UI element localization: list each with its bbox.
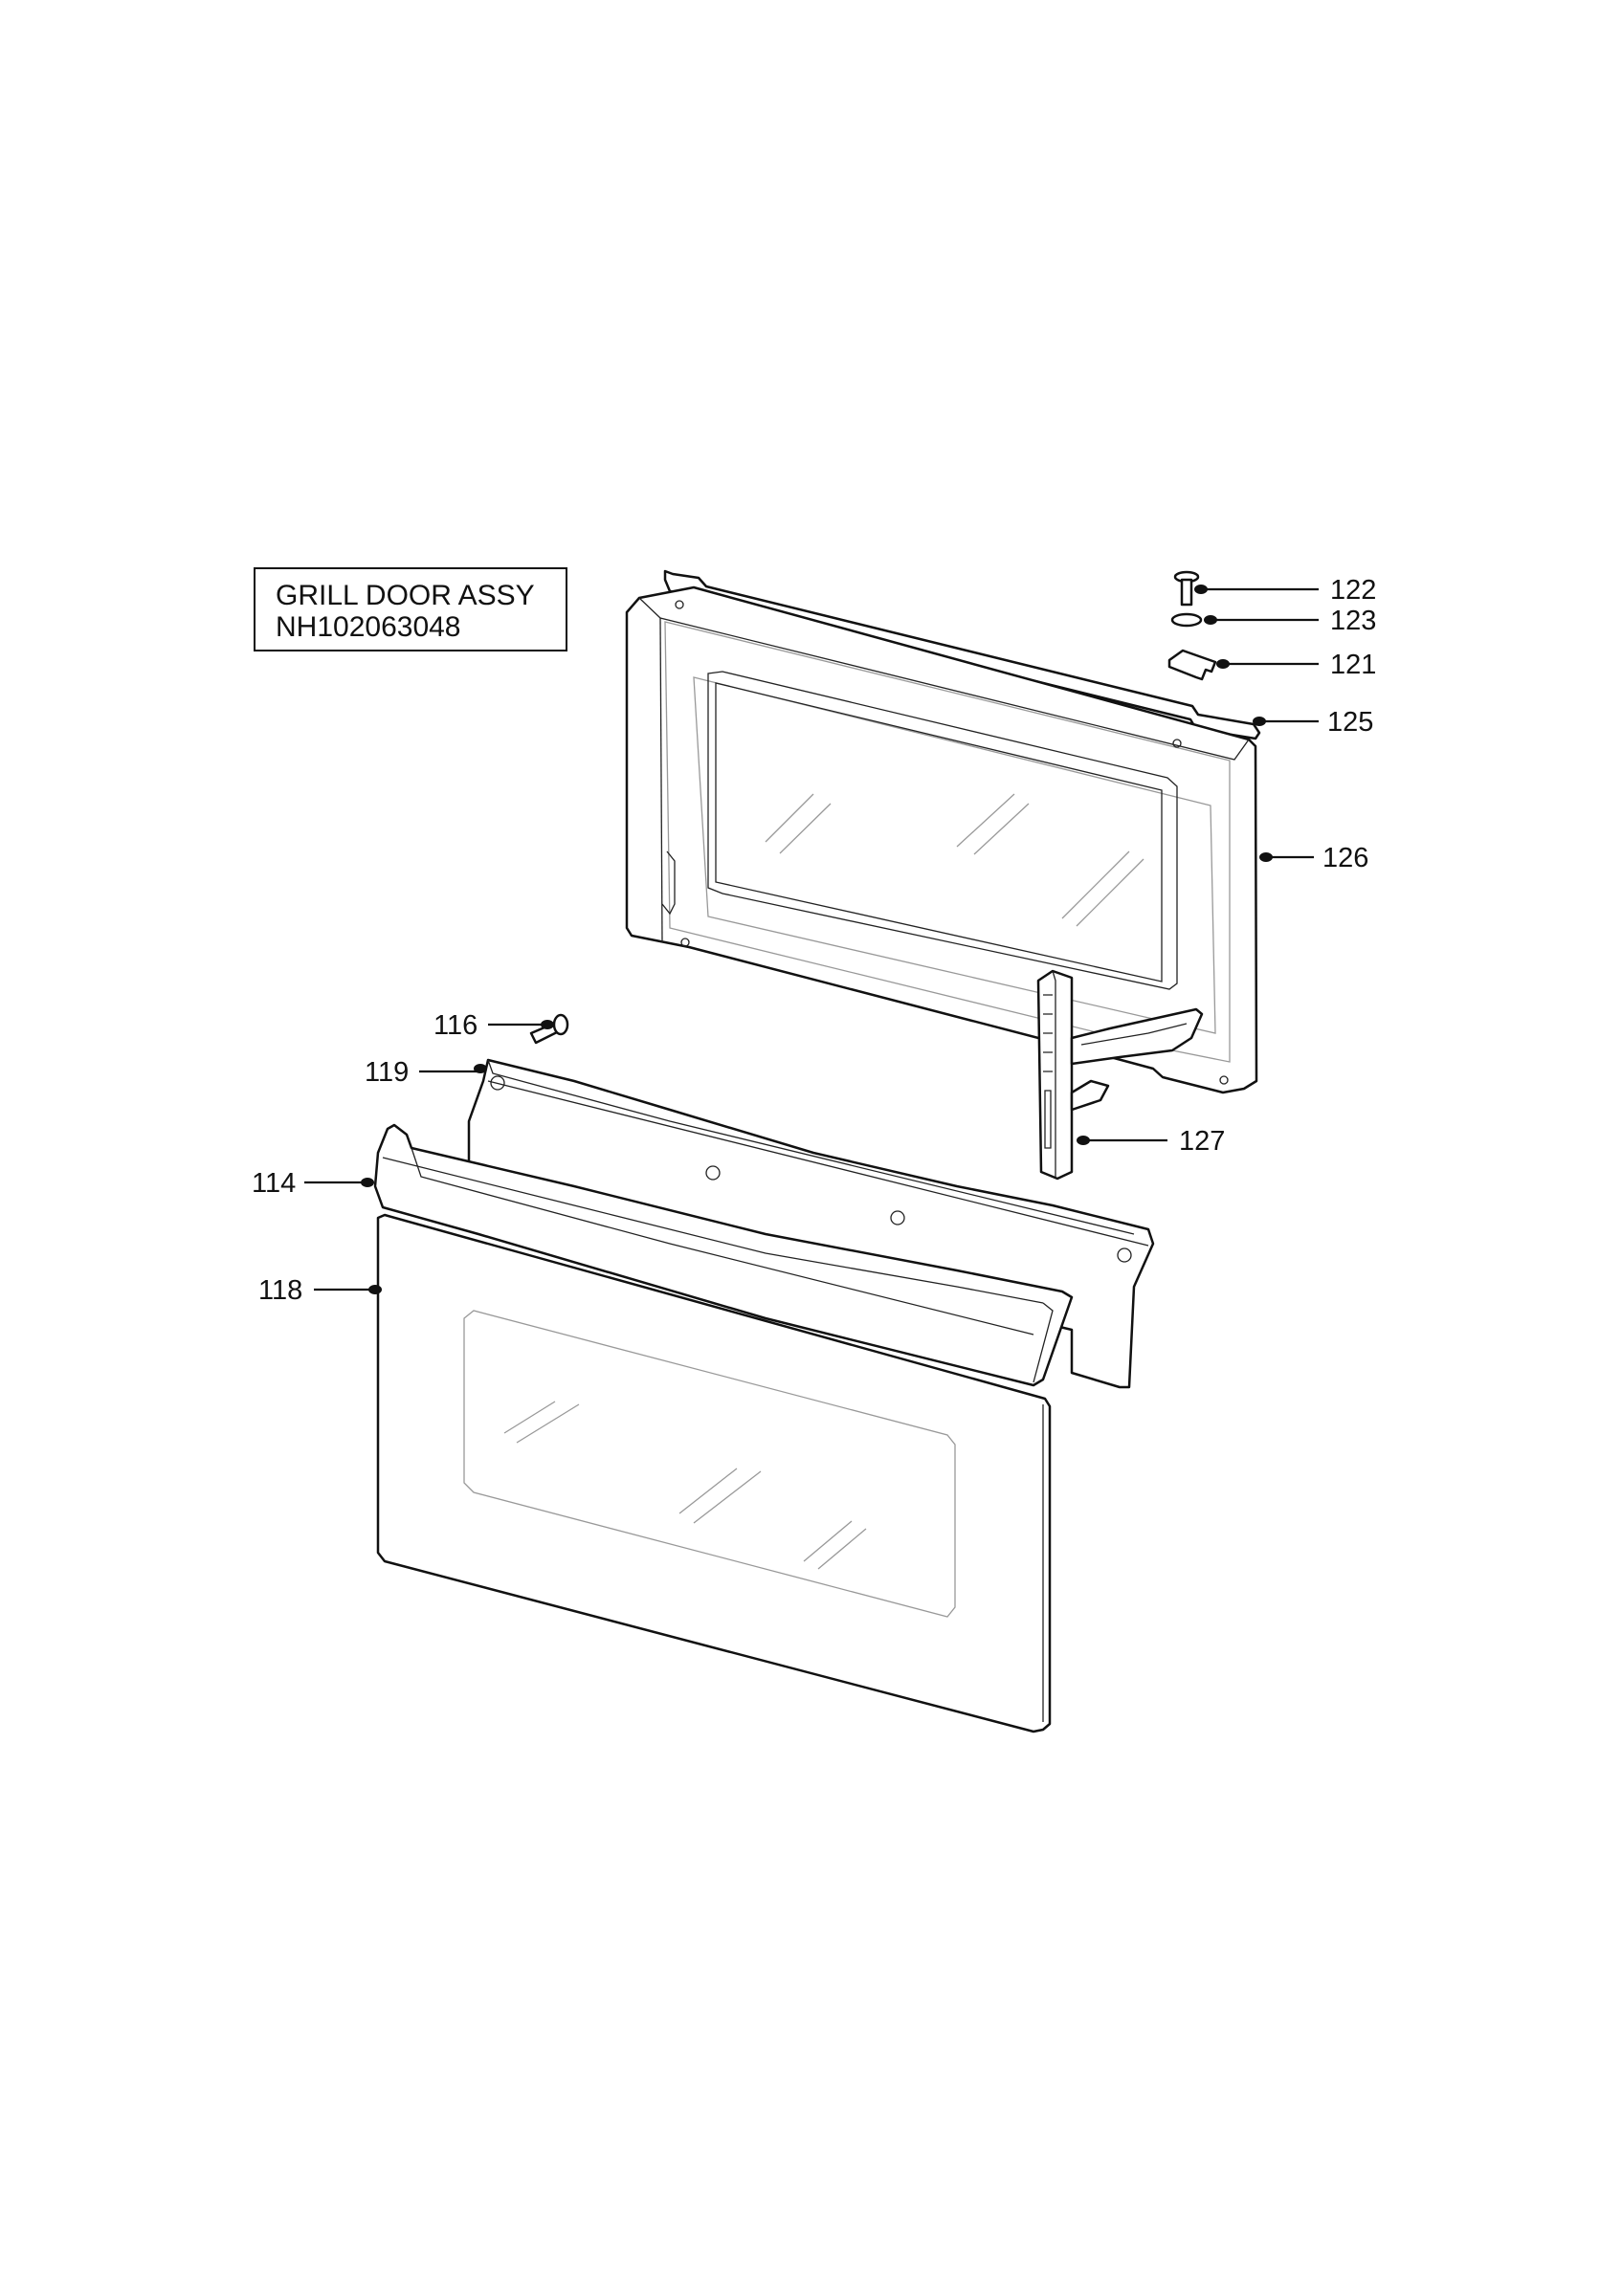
clip-121 — [1167, 649, 1217, 681]
inner-door-frame — [625, 569, 1261, 1094]
callout-label-114: 114 — [252, 1168, 296, 1199]
frame-window — [707, 671, 1178, 990]
assembly-title: GRILL DOOR ASSY — [276, 580, 535, 611]
callout-label-121: 121 — [1330, 650, 1376, 680]
rivet-122 — [1173, 570, 1200, 607]
callout-label-118: 118 — [258, 1275, 302, 1306]
washer-123 — [1170, 612, 1203, 628]
callout-122: 122 — [1194, 575, 1376, 606]
callout-116: 116 — [433, 1010, 554, 1041]
door-hinge — [1036, 969, 1204, 1181]
callout-123: 123 — [1204, 606, 1376, 636]
handle-trim-114 — [373, 1123, 1074, 1387]
callout-label-116: 116 — [433, 1010, 478, 1041]
outer-glass-door-118 — [376, 1213, 1052, 1733]
callout-125: 125 — [1253, 707, 1373, 738]
callout-114: 114 — [252, 1168, 374, 1199]
callout-label-123: 123 — [1330, 606, 1376, 636]
callout-label-127: 127 — [1179, 1126, 1225, 1157]
callout-label-119: 119 — [365, 1057, 409, 1088]
title-box: GRILL DOOR ASSY NH102063048 — [254, 567, 567, 651]
callout-127: 127 — [1077, 1126, 1225, 1157]
callout-label-122: 122 — [1330, 575, 1376, 606]
callout-121: 121 — [1216, 650, 1376, 680]
assembly-part-number: NH102063048 — [276, 611, 461, 643]
callout-126: 126 — [1259, 843, 1368, 873]
callout-119: 119 — [365, 1057, 487, 1088]
callout-label-125: 125 — [1327, 707, 1373, 738]
frame-outline — [625, 585, 1258, 1094]
callout-118: 118 — [258, 1275, 382, 1306]
callout-label-126: 126 — [1322, 843, 1368, 873]
